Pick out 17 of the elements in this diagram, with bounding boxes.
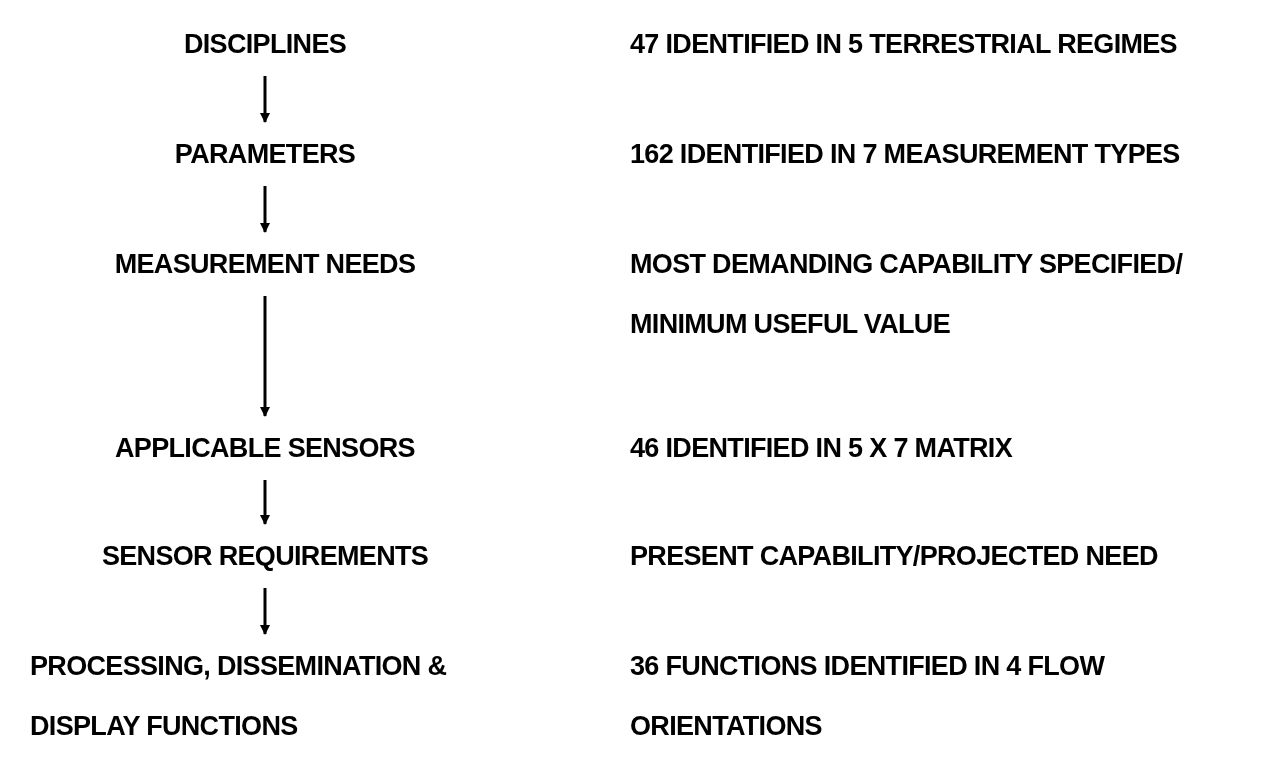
step-description: MOST DEMANDING CAPABILITY SPECIFIED/ MINIMUM USEFUL VALUE — [630, 248, 1184, 341]
arrow — [260, 588, 270, 635]
step-label: DISCIPLINES — [183, 14, 347, 74]
step-description: 36 FUNCTIONS IDENTIFIED IN 4 FLOW ORIENTATIONS — [630, 650, 1106, 743]
step-label: PROCESSING, DISSEMINATION & DISPLAY FUNCTIONS — [30, 636, 500, 756]
step-label: APPLICABLE SENSORS — [115, 418, 415, 478]
step-description: 47 IDENTIFIED IN 5 TERRESTRIAL REGIMES — [630, 28, 1178, 61]
step-label: SENSOR REQUIREMENTS — [101, 526, 429, 586]
step-description: PRESENT CAPABILITY/PROJECTED NEED — [630, 540, 1159, 573]
step-label: MEASUREMENT NEEDS — [114, 234, 416, 294]
arrow — [260, 480, 270, 525]
arrow — [260, 186, 270, 233]
step-description: 46 IDENTIFIED IN 5 X 7 MATRIX — [630, 432, 1014, 465]
step-label: PARAMETERS — [174, 124, 356, 184]
step-description: 162 IDENTIFIED IN 7 MEASUREMENT TYPES — [630, 138, 1181, 171]
arrow — [260, 296, 270, 417]
arrow — [260, 76, 270, 123]
